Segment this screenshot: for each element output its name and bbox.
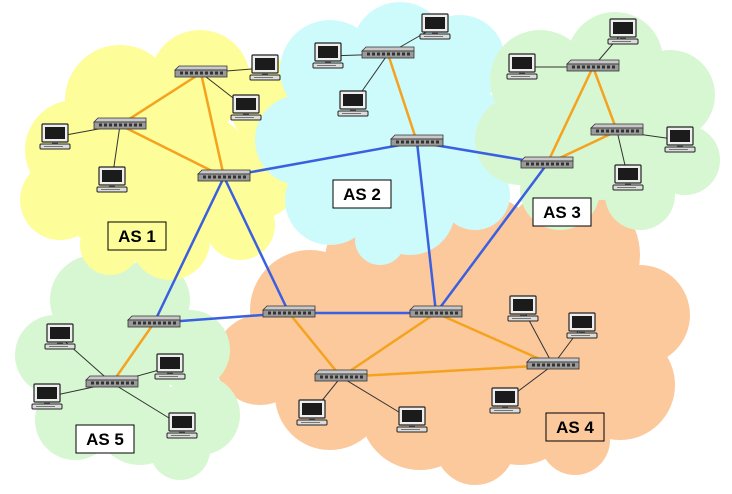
computer-icon [612,164,644,191]
as3-label: AS 3 [543,203,581,222]
as2-label-box: AS 2 [332,179,392,209]
computer-icon [96,166,128,193]
intra-as-links [110,53,619,384]
router-as4-left-gateway [262,305,316,318]
computer-icon [154,353,186,380]
computer-icon [230,94,262,121]
router-as1-gateway [197,169,251,182]
as5-label-box: AS 5 [75,424,135,454]
computer-icon [507,295,539,322]
as1-label: AS 1 [118,227,156,246]
as4-label: AS 4 [556,418,594,437]
computer-icon [312,42,344,69]
computer-icon [296,399,328,426]
router-as4-right [526,357,580,370]
computer-icon [566,312,598,339]
computer-icon [489,387,521,414]
as5-label: AS 5 [86,430,124,449]
router-as4-bottom [314,369,368,382]
as3-label-box: AS 3 [532,197,592,227]
router-as1-left [93,117,147,130]
router-as2-top [361,46,415,59]
as3-cloud [475,12,720,230]
computer-icon [337,90,369,117]
router-as3-gateway [520,156,574,169]
as2-label: AS 2 [343,185,381,204]
as4-label-box: AS 4 [545,412,605,442]
computer-icon [396,406,428,433]
computer-icon [249,54,281,81]
router-as5-hub [85,375,139,388]
as1-label-box: AS 1 [107,221,167,251]
router-as3-top [566,59,620,72]
router-as5-gateway [127,315,181,328]
router-as1-top [174,65,228,78]
as4-cloud [215,185,690,485]
computer-icon [664,126,696,153]
computer-icon [39,123,71,150]
computer-icon [44,323,76,350]
router-as2-gateway [390,134,444,147]
computer-icon [506,53,538,80]
router-as4-right-gateway [409,305,463,318]
computer-icon [31,383,63,410]
computer-icon [607,18,639,45]
computer-icon [166,412,198,439]
router-as3-right [590,123,644,136]
computer-icon [419,13,451,40]
